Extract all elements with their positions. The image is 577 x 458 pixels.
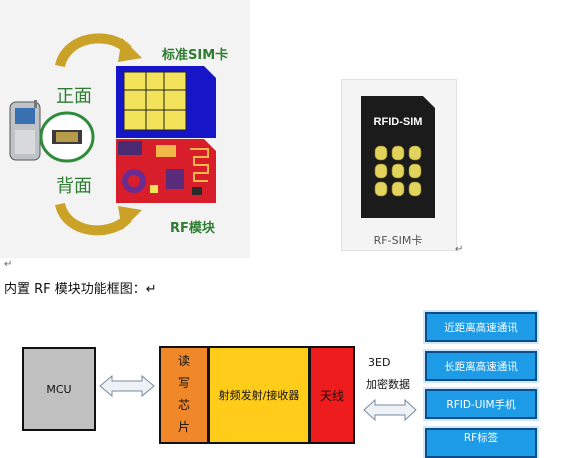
target-short-range: 近距离高速通讯 xyxy=(423,310,539,344)
transceiver-block: 射频发射/接收器 xyxy=(208,346,310,444)
rf-sim-card-text: RFID-SIM xyxy=(373,116,423,128)
paragraph-mark: ↵ xyxy=(4,259,13,270)
paragraph-mark: ↵ xyxy=(455,244,464,255)
double-arrow-icon xyxy=(363,398,417,422)
mcu-block: MCU xyxy=(22,347,96,431)
target-label: 长距离高速通讯 xyxy=(444,360,518,373)
antenna-block: 天线 xyxy=(309,346,355,444)
target-label: RFID-UIM手机 xyxy=(446,398,516,411)
reader-chip-char: 读 xyxy=(177,354,190,368)
encryption-label-line1: 3ED xyxy=(368,356,391,369)
rf-module-label: RF模块 xyxy=(170,221,215,236)
back-label: 背面 xyxy=(56,176,92,197)
target-rfid-uim-phone: RFID-UIM手机 xyxy=(423,387,539,421)
rf-module-pcb xyxy=(116,139,216,203)
curved-arrow-top-icon xyxy=(55,33,142,68)
double-arrow-icon xyxy=(99,374,155,398)
mcu-label: MCU xyxy=(46,382,72,396)
transceiver-label: 射频发射/接收器 xyxy=(218,389,300,402)
target-rf-tag: RF标签 xyxy=(423,426,539,458)
reader-chip-char: 片 xyxy=(177,420,190,434)
reader-chip-char: 写 xyxy=(177,376,190,390)
antenna-label: 天线 xyxy=(319,388,344,403)
chip-circle-icon xyxy=(39,111,95,163)
target-label: 近距离高速通讯 xyxy=(444,321,518,334)
rf-sim-card-image xyxy=(361,96,435,218)
reader-chip-block: 读 写 芯 片 xyxy=(159,346,209,444)
reader-chip-char: 芯 xyxy=(177,398,190,412)
section-title: 内置 RF 模块功能框图：↵ xyxy=(4,282,157,297)
standard-sim-label: 标准SIM卡 xyxy=(162,48,229,63)
mobile-phone-icon xyxy=(9,100,41,161)
sim-card-front xyxy=(116,66,216,138)
front-label: 正面 xyxy=(56,86,92,107)
target-label: RF标签 xyxy=(463,431,499,444)
encryption-label-line2: 加密数据 xyxy=(366,378,410,391)
curved-arrow-bottom-icon xyxy=(55,202,142,236)
rf-sim-caption: RF-SIM卡 xyxy=(373,234,423,247)
target-long-range: 长距离高速通讯 xyxy=(423,349,539,383)
